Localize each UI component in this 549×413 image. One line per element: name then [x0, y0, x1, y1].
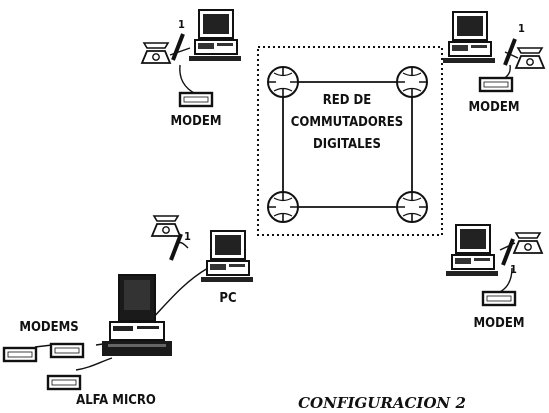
diagram-caption: CONFIGURACION 2: [298, 394, 466, 412]
telephone-icon: [514, 233, 542, 253]
digital-switch-icon: [397, 67, 427, 97]
interface-line-marker: [503, 239, 513, 265]
modem-label: MODEM: [171, 114, 222, 129]
computer-icon: [201, 231, 253, 282]
modems-label: MODEMS: [19, 320, 78, 335]
modem-box-icon: [483, 292, 515, 305]
modem-box-icon: [180, 93, 212, 106]
telephone-icon: [516, 48, 544, 68]
modem-label: MODEM: [474, 316, 525, 331]
interface-line-marker: [173, 34, 183, 60]
interface-line-marker: [171, 234, 181, 260]
line-number: 1: [178, 18, 185, 31]
alfa-micro-label: ALFA MICRO: [76, 393, 156, 408]
modem-box-icon: [48, 376, 80, 389]
modem-box-icon: [4, 348, 36, 361]
computer-icon: [189, 10, 241, 61]
network-label-line-1: RED DE: [323, 93, 371, 108]
modem-label: MODEM: [469, 100, 520, 115]
network-label-line-3: DIGITALES: [313, 137, 381, 152]
digital-switch-icon: [268, 192, 298, 222]
digital-switch-icon: [268, 67, 298, 97]
line-number: 1: [510, 263, 517, 276]
digital-switch-icon: [397, 192, 427, 222]
pc-label: PC: [219, 291, 236, 306]
network-label-line-2: COMMUTADORES: [291, 115, 403, 130]
telephone-icon: [142, 43, 170, 63]
telephone-icon: [152, 216, 180, 236]
line-number: 1: [518, 22, 525, 35]
modem-box-icon: [51, 344, 83, 357]
modem-box-icon: [480, 78, 512, 91]
computer-icon: [446, 225, 498, 276]
computer-icon: [443, 12, 495, 63]
alfa-micro-server-icon: [102, 275, 172, 356]
line-number: 1: [184, 230, 191, 243]
